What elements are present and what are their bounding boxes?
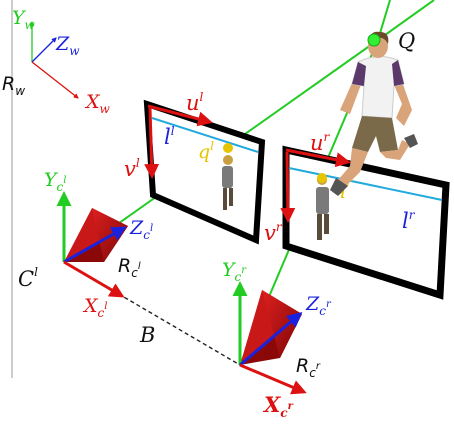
right-image-point [317,173,327,183]
person-sleeve-left [352,62,366,86]
person-sleeve-right [392,60,404,86]
world-y-label: Yw [12,7,36,32]
baseline-label: B [139,323,155,347]
left-camera-z-label: Zcl [129,217,153,242]
person-shorts [352,116,398,152]
right-epipolar-line [288,167,443,201]
ray-right-extension [377,0,435,41]
left-v-axis [144,107,160,179]
left-camera-z-axis [63,226,127,264]
right-v-label: vr [264,220,283,245]
left-epipolar-line [151,117,259,153]
person-right-leg [380,140,410,160]
right-camera: Ycr Zcr Xcr Rcr [222,259,332,420]
right-camera-y-label: Ycr [222,259,247,284]
left-camera-center-label: Cl [18,265,38,291]
scene-person [330,31,418,196]
right-u-axis [285,148,351,168]
left-epiline-label: ll [164,124,175,149]
right-camera-x-label: Xcr [262,392,294,420]
left-image-person [222,155,233,210]
left-camera-frame-label: Rcl [118,255,141,280]
left-camera-x-axis [63,260,125,298]
left-camera-x-label: Xcl [82,295,107,320]
left-v-label: vl [124,156,140,181]
scene-point-q [367,33,381,47]
right-camera-z-label: Zcr [305,293,332,318]
world-x-label: Xw [84,91,111,116]
right-u-label: ur [310,130,331,155]
person-right-shoe [404,134,418,148]
world-z-label: Zw [55,33,80,58]
person-left-leg [338,148,368,186]
left-point-label: ql [198,139,214,163]
right-image-plane: ur vr lr qr [264,130,450,300]
baseline [63,261,241,366]
world-z-axis [31,37,57,63]
right-v-axis [280,151,296,223]
person-left-shoe [330,178,348,196]
left-image-point [223,143,233,153]
right-camera-z-axis [239,312,303,367]
scene-point-label: Q [398,29,415,53]
left-image-plane: ul vl ll ql [124,90,266,245]
right-camera-frame-label: Rcr [296,355,321,380]
right-epiline-label: lr [402,208,416,233]
world-frame-label: Rw [2,73,25,98]
left-u-axis [147,104,213,127]
world-frame: Yw Zw Xw Rw [2,7,111,116]
right-camera-pyramid-face [262,290,302,358]
right-camera-x-axis [239,363,307,395]
left-camera-y-label: Ycl [44,169,66,194]
left-camera: Ycl Zcl Xcl Cl Rcl [18,169,153,320]
world-x-axis [31,61,79,99]
left-u-label: ul [186,90,204,115]
